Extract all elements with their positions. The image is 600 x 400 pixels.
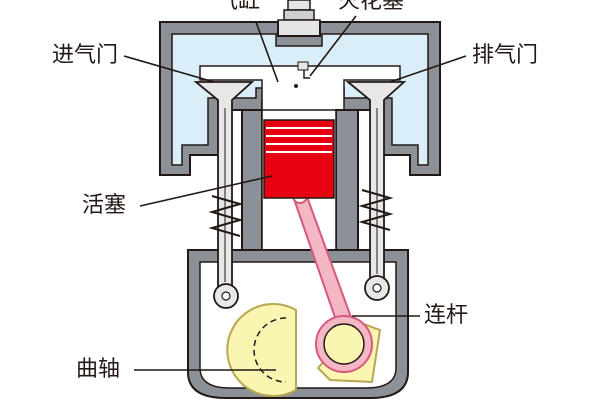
leader-cylinder-top bbox=[255, 21, 279, 83]
exhaust-valve bbox=[345, 81, 407, 301]
leader-piston bbox=[139, 175, 273, 207]
piston bbox=[263, 119, 335, 199]
intake-valve-spring bbox=[208, 195, 244, 237]
spark-point bbox=[294, 84, 298, 88]
spark-plug-electrode bbox=[297, 61, 310, 79]
label-intake-valve: 进气门 bbox=[52, 43, 118, 68]
label-piston: 活塞 bbox=[82, 193, 126, 218]
label-exhaust-valve: 排气门 bbox=[472, 43, 538, 68]
leader-exhaust-valve bbox=[389, 55, 467, 83]
label-crankshaft: 曲轴 bbox=[76, 357, 120, 382]
label-connecting-rod: 连杆 bbox=[424, 303, 468, 328]
exhaust-valve-spring bbox=[358, 189, 394, 231]
label-cylinder-top: 气缸 bbox=[216, 0, 260, 14]
intake-valve bbox=[193, 81, 255, 309]
leader-spark-plug bbox=[309, 15, 357, 77]
spark-plug bbox=[277, 0, 321, 37]
leader-intake-valve bbox=[123, 55, 215, 83]
label-spark-plug: 火花塞 bbox=[338, 0, 404, 14]
